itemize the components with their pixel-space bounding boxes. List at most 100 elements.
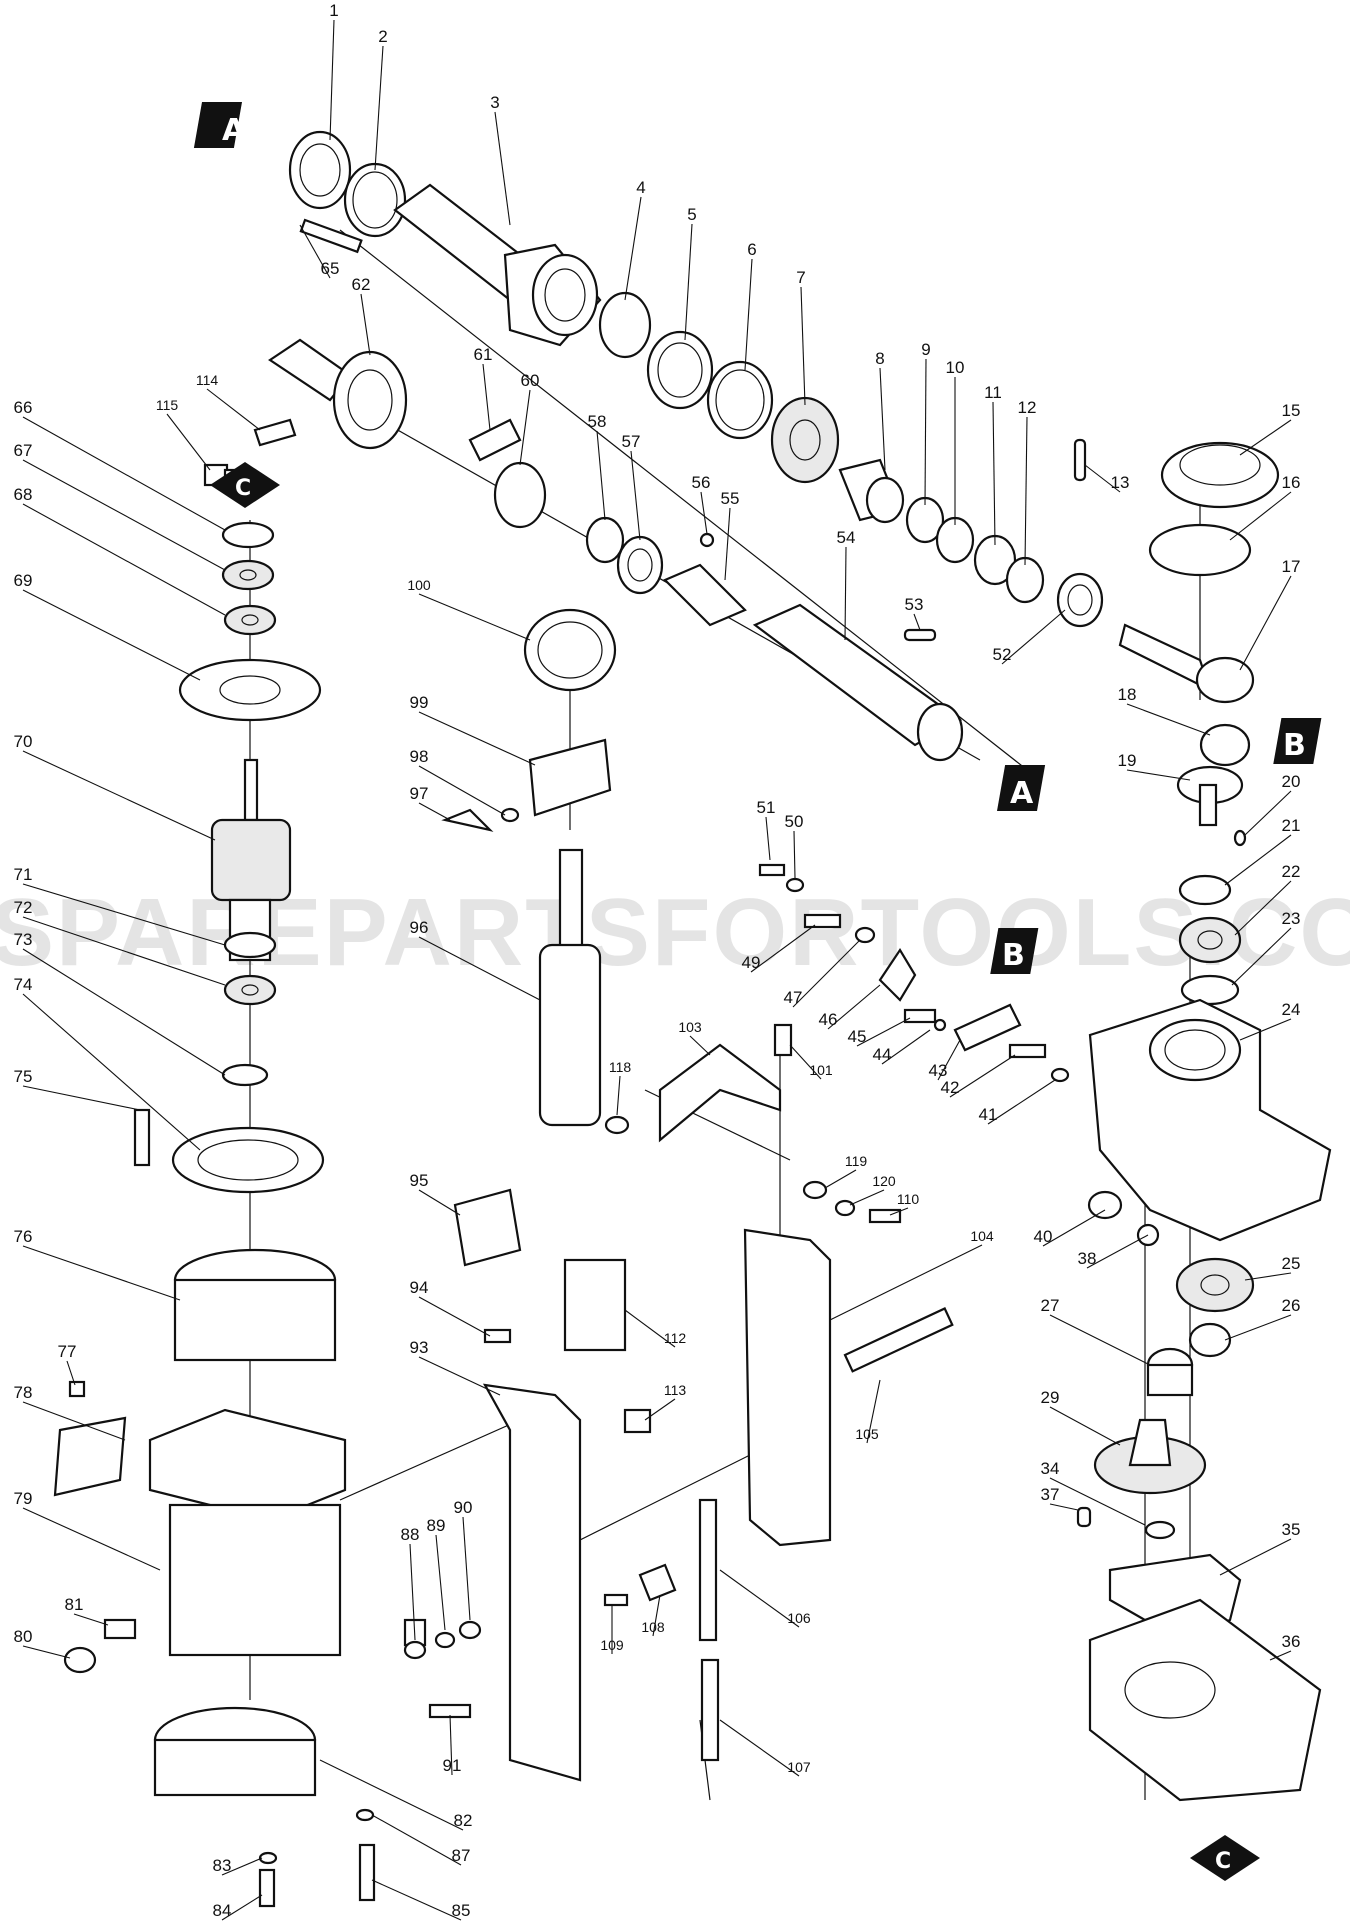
leader-23 [1231, 927, 1292, 986]
leader-21 [1224, 834, 1292, 886]
leader-20 [1244, 790, 1292, 836]
o-ring-58 [585, 516, 625, 564]
leader-110 [889, 1207, 909, 1216]
motor-housing-79 [148, 1408, 347, 1657]
leader-37 [1049, 1503, 1079, 1511]
leader-107 [719, 1719, 800, 1777]
part-label-21: 21 [1282, 816, 1301, 835]
baffle-74 [171, 1126, 325, 1194]
leader-16 [1229, 491, 1292, 541]
nut-88 [403, 1640, 427, 1660]
leader-2 [374, 45, 384, 171]
part-label-10: 10 [946, 358, 965, 377]
crank-shaft-19 [1176, 765, 1244, 827]
svg-text:C: C [1215, 1849, 1231, 1874]
part-label-46: 46 [819, 1010, 838, 1029]
leader-15 [1239, 419, 1292, 456]
part-label-72: 72 [14, 898, 33, 917]
leader-45 [856, 1017, 911, 1047]
part-label-75: 75 [14, 1067, 33, 1086]
part-label-4: 4 [636, 178, 645, 197]
rod-106 [698, 1498, 718, 1642]
part-label-40: 40 [1034, 1227, 1053, 1246]
washer-98 [500, 807, 520, 823]
leader-96 [418, 936, 541, 1001]
part-label-36: 36 [1282, 1632, 1301, 1651]
key-20 [1233, 829, 1247, 847]
part-label-73: 73 [14, 930, 33, 949]
part-label-105: 105 [855, 1426, 879, 1442]
leader-54 [844, 546, 847, 641]
switch-box-112 [563, 1258, 627, 1352]
leader-56 [700, 491, 708, 535]
leader-51 [765, 816, 771, 861]
part-label-3: 3 [490, 93, 499, 112]
clamp-99 [528, 738, 612, 817]
marker-c-left: C [210, 462, 280, 508]
part-label-52: 52 [993, 645, 1012, 664]
leader-9 [924, 358, 927, 506]
leader-60 [519, 389, 531, 466]
leader-82 [319, 1759, 464, 1831]
leader-81 [73, 1613, 109, 1626]
part-label-118: 118 [609, 1059, 632, 1075]
tool-holder-62 [268, 338, 408, 450]
leader-85 [371, 1879, 462, 1921]
ball-56 [699, 532, 715, 548]
screw-110 [868, 1208, 902, 1224]
leader-25 [1244, 1272, 1292, 1281]
leader-22 [1234, 880, 1292, 936]
leader-99 [418, 711, 536, 766]
leader-5 [684, 223, 693, 341]
part-label-78: 78 [14, 1383, 33, 1402]
leader-7 [800, 286, 806, 406]
bearing-27 [1146, 1347, 1194, 1397]
part-label-44: 44 [873, 1045, 892, 1064]
reference-markers: A A B B C C [193, 102, 1322, 1881]
watermark: SPAREPARTSFORTOOLS.COM.AU [0, 879, 1350, 986]
leader-41 [987, 1079, 1056, 1125]
grip-ring-100 [523, 608, 617, 692]
part-label-37: 37 [1041, 1485, 1060, 1504]
o-ring [343, 162, 407, 238]
part-label-11: 11 [984, 383, 1002, 402]
leader-34 [1049, 1477, 1146, 1526]
part-label-25: 25 [1282, 1254, 1301, 1273]
leader-29 [1049, 1406, 1121, 1446]
part-label-57: 57 [622, 432, 641, 451]
leader-75 [22, 1085, 141, 1111]
lever-46 [878, 947, 917, 1002]
part-label-50: 50 [785, 812, 804, 831]
leader-108 [652, 1594, 661, 1637]
part-label-82: 82 [454, 1811, 473, 1830]
leader-100 [418, 593, 531, 641]
part-label-1: 1 [329, 1, 338, 20]
part-label-87: 87 [452, 1846, 471, 1865]
gear-column [1076, 1190, 1322, 1802]
leader-115 [166, 413, 211, 471]
side-grip-96 [538, 848, 602, 1127]
washer-71 [223, 931, 277, 959]
part-label-24: 24 [1282, 1000, 1301, 1019]
leader-113 [644, 1398, 676, 1421]
leader-84 [221, 1894, 263, 1921]
leader-11 [992, 401, 996, 546]
leader-93 [418, 1356, 501, 1396]
part-label-55: 55 [721, 489, 740, 508]
marker-b-mid: B [990, 928, 1039, 974]
piston-assembly [203, 338, 964, 762]
part-label-74: 74 [14, 975, 33, 994]
part-label-15: 15 [1282, 401, 1301, 420]
part-label-88: 88 [401, 1525, 420, 1544]
washer-119 [802, 1180, 828, 1200]
gear-29 [1093, 1418, 1207, 1495]
part-label-18: 18 [1118, 685, 1137, 704]
part-label-2: 2 [378, 27, 387, 46]
washer-47 [854, 926, 876, 944]
gear-housing-24 [1088, 998, 1332, 1242]
part-label-95: 95 [410, 1171, 429, 1190]
plate-43 [953, 1003, 1022, 1052]
crank-case-36 [1088, 1598, 1322, 1802]
leader-17 [1239, 575, 1292, 671]
part-label-17: 17 [1282, 557, 1301, 576]
